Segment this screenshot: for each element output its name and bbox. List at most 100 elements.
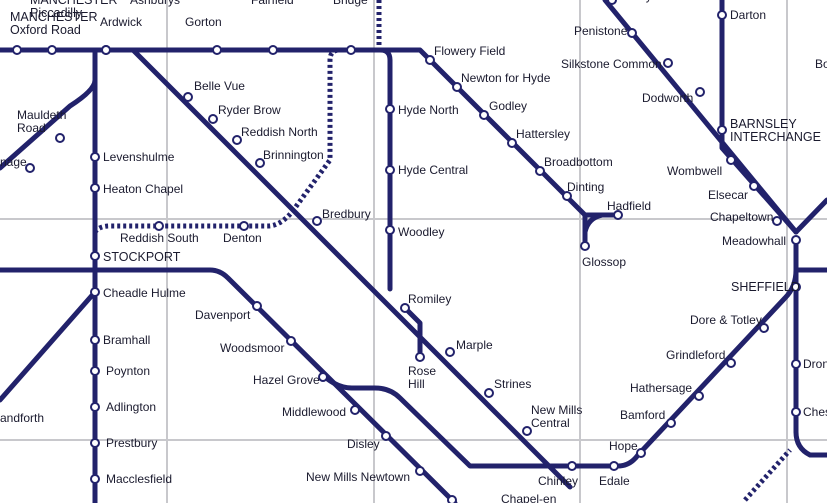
- station-label-line: Hazel Grove: [253, 373, 320, 387]
- station-label-line: Bridge: [333, 0, 368, 7]
- station-label-woodsmoor: Woodsmoor: [220, 341, 284, 355]
- station-label-handforth: andforth: [0, 411, 44, 425]
- station-dot-barnsley: [717, 125, 727, 135]
- station-dot-dinting: [562, 191, 572, 201]
- station-dot-guide-bridge: [346, 45, 356, 55]
- station-dot-mcr-picc: [47, 45, 57, 55]
- station-label-bo: Bo: [815, 57, 827, 71]
- station-label-line: Road: [17, 121, 46, 135]
- station-dot-silkstone: [663, 58, 673, 68]
- station-label-line: New Mills Newtown: [306, 470, 410, 484]
- station-label-line: Brinnington: [263, 148, 324, 162]
- station-label-sheffield: SHEFFIELD: [731, 280, 800, 294]
- station-dot-grindleford: [726, 358, 736, 368]
- station-dot-hadfield: [613, 210, 623, 220]
- station-label-line: Bamford: [620, 408, 665, 422]
- station-label-line: Mauldeth: [17, 108, 66, 122]
- station-dot-burnage: [25, 163, 35, 173]
- station-dot-hattersley: [507, 138, 517, 148]
- station-label-line: Godley: [489, 99, 527, 113]
- station-label-macclesfield: Macclesfield: [106, 472, 172, 486]
- station-dot-poynton: [90, 366, 100, 376]
- station-label-hyde-north: Hyde North: [398, 103, 459, 117]
- route-hope-valley-east: [130, 47, 573, 490]
- station-label-line: Hyde North: [398, 103, 459, 117]
- route-south-west: [0, 77, 98, 171]
- station-label-line: Adlington: [106, 400, 156, 414]
- station-label-hathersage: Hathersage: [630, 381, 692, 395]
- station-dot-middlewood: [350, 405, 360, 415]
- station-label-line: Belle Vue: [194, 79, 245, 93]
- station-label-line: MANCHESTER: [10, 10, 98, 24]
- route-glossop-curve: [582, 212, 605, 235]
- station-label-line: Cheadle Hulme: [103, 286, 186, 300]
- station-label-line: Gorton: [185, 15, 222, 29]
- station-dot-dore-totley: [759, 323, 769, 333]
- station-dot-hathersage: [694, 391, 704, 401]
- station-label-disley: Disley: [347, 437, 380, 451]
- station-label-line: Hyde Central: [398, 163, 468, 177]
- station-label-line: Piccadilly: [30, 6, 83, 20]
- station-dot-hyde-north: [385, 104, 395, 114]
- station-dot-chapel-en: [447, 495, 457, 503]
- station-label-line: Chapel-en: [501, 492, 556, 503]
- station-dot-meadowhall: [791, 235, 801, 245]
- station-label-cheadle-hulme: Cheadle Hulme: [103, 286, 186, 300]
- station-dot-gorton: [212, 45, 222, 55]
- station-label-marple: Marple: [456, 338, 493, 352]
- station-label-penistone: Penistone: [574, 24, 628, 38]
- station-label-line: Rose: [408, 364, 436, 378]
- station-label-line: Bo: [815, 57, 827, 71]
- route-rose-hill-branch: [402, 305, 423, 360]
- station-label-bamford: Bamford: [620, 408, 665, 422]
- station-label-line: nage: [0, 155, 27, 169]
- station-label-dinting: Dinting: [567, 180, 604, 194]
- station-label-line: Denby Dale: [617, 0, 680, 3]
- station-label-line: Darton: [730, 8, 766, 22]
- station-label-guide-bridge: GuideBridge: [333, 0, 368, 7]
- station-label-heaton-chapel: Heaton Chapel: [103, 182, 183, 196]
- station-dot-flowery-field: [425, 55, 435, 65]
- station-dot-darton: [717, 10, 727, 20]
- station-label-dodworth: Dodworth: [642, 91, 693, 105]
- station-label-line: Woodsmoor: [220, 341, 284, 355]
- station-dot-penistone: [627, 28, 637, 38]
- station-label-line: Ches: [803, 405, 827, 419]
- station-dot-dodworth: [695, 87, 705, 97]
- station-label-line: Poynton: [106, 364, 150, 378]
- station-label-wombwell: Wombwell: [667, 164, 722, 178]
- station-label-newton-hyde: Newton for Hyde: [461, 71, 551, 85]
- station-dot-macclesfield: [90, 474, 100, 484]
- station-label-line: Bredbury: [322, 207, 371, 221]
- station-label-line: Glossop: [582, 255, 626, 269]
- station-label-hadfield: Hadfield: [607, 199, 651, 213]
- station-dot-prestbury: [90, 438, 100, 448]
- station-dot-hope: [636, 448, 646, 458]
- station-label-silkstone: Silkstone Common: [561, 57, 662, 71]
- station-label-line: Woodley: [398, 225, 444, 239]
- station-dot-ryder-brow: [208, 114, 218, 124]
- station-label-line: Flowery Field: [434, 44, 505, 58]
- station-label-reddish-south: Reddish South: [120, 231, 199, 245]
- station-label-line: andforth: [0, 411, 44, 425]
- station-label-chapel-en: Chapel-en: [501, 492, 556, 503]
- station-dot-romiley: [400, 303, 410, 313]
- station-dot-reddish-south: [154, 221, 164, 231]
- station-label-dron: Dron: [803, 357, 827, 371]
- station-label-ches: Ches: [803, 405, 827, 419]
- station-dot-levenshulme: [90, 152, 100, 162]
- station-label-hattersley: Hattersley: [516, 127, 570, 141]
- station-label-line: Broadbottom: [544, 155, 613, 169]
- station-label-stockport: STOCKPORT: [103, 250, 181, 264]
- station-label-ryder-brow: Ryder Brow: [218, 103, 281, 117]
- station-label-belle-vue: Belle Vue: [194, 79, 245, 93]
- station-label-line: SHEFFIELD: [731, 280, 800, 294]
- station-label-line: Hope: [609, 439, 638, 453]
- station-dot-strines: [484, 388, 494, 398]
- station-dot-stockport: [90, 251, 100, 261]
